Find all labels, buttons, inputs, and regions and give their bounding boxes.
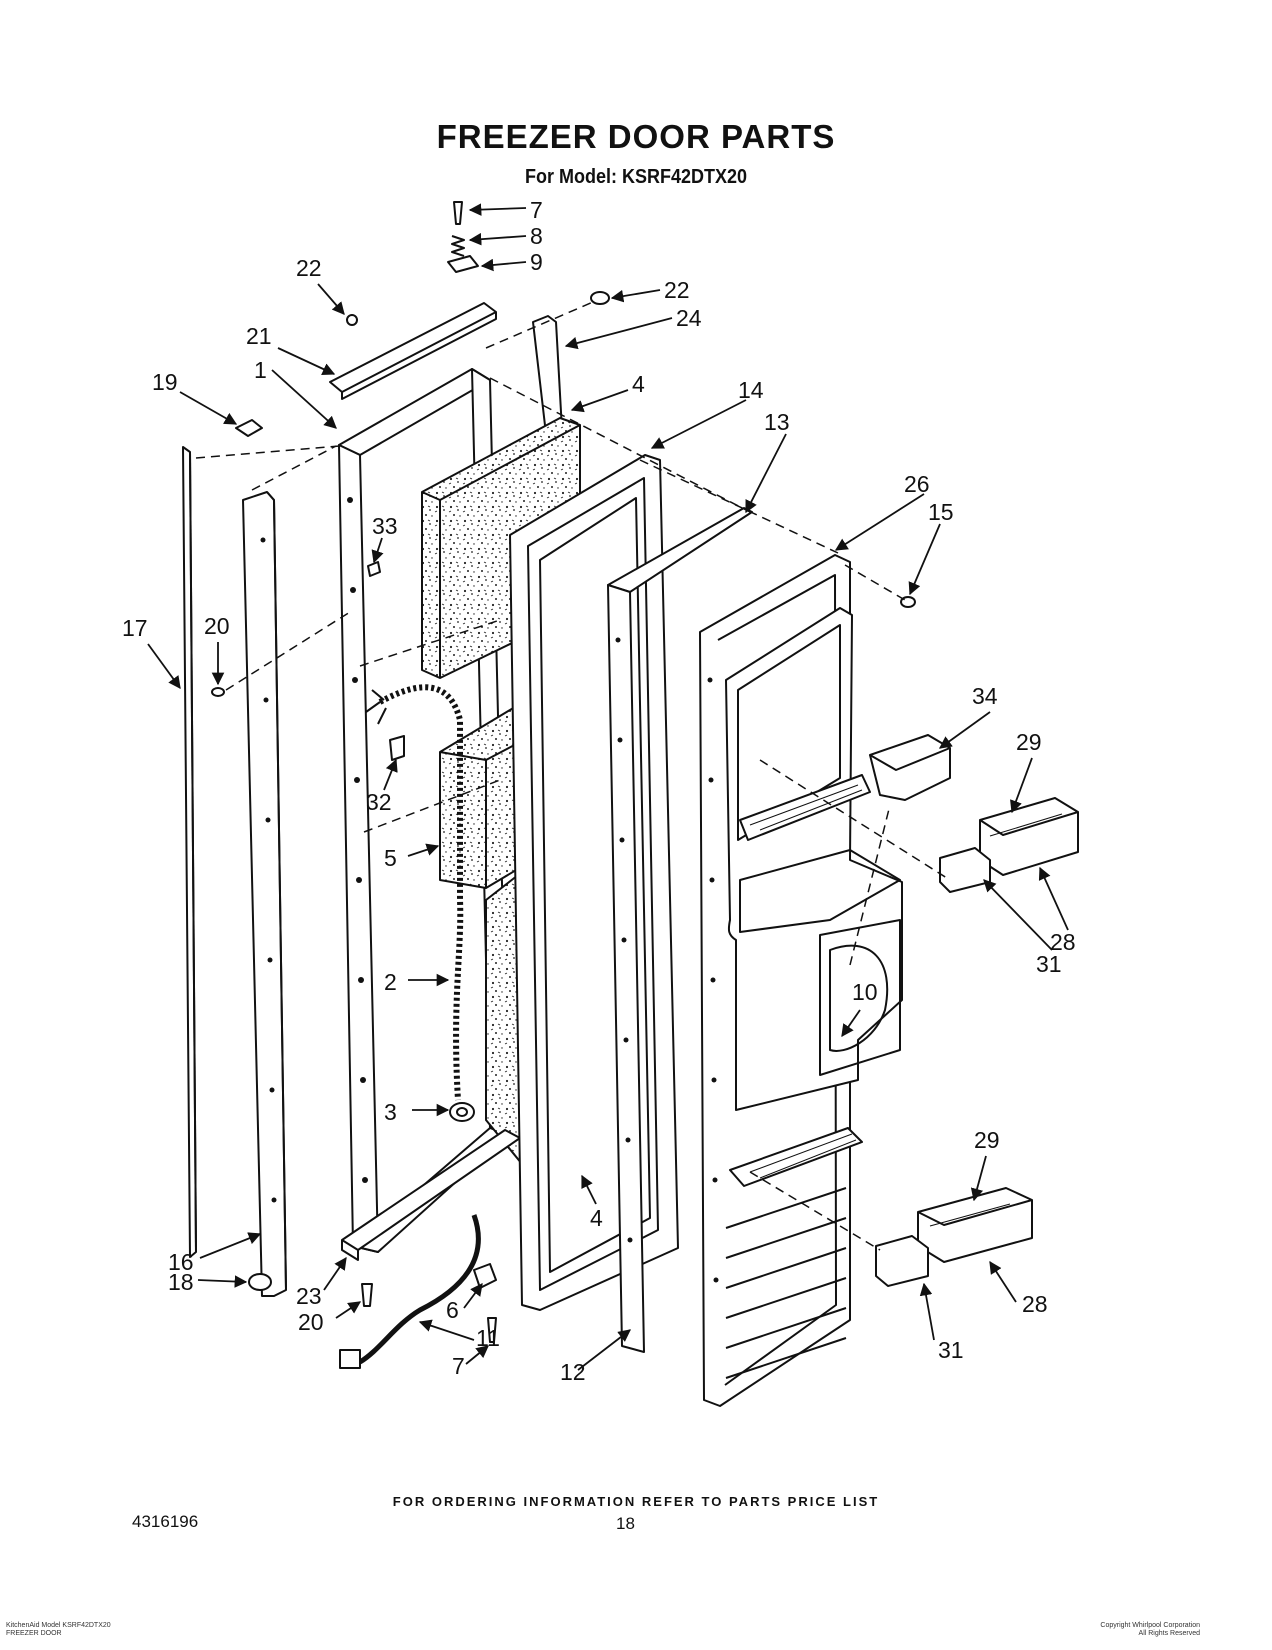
part-31-upper-cap xyxy=(939,847,991,893)
callout-31-upper: 31 xyxy=(1036,951,1062,977)
callout-7-bottom: 7 xyxy=(452,1353,465,1379)
callout-20-upper: 20 xyxy=(204,613,230,639)
callout-3: 3 xyxy=(384,1099,397,1125)
part-6-clamp xyxy=(473,1263,497,1289)
part-20-screw-lower xyxy=(361,1283,373,1307)
fine-print-left: KitchenAid Model KSRF42DTX20 FREEZER DOO… xyxy=(6,1622,206,1638)
part-17-strip xyxy=(182,446,197,1258)
callout-4-lower: 4 xyxy=(590,1205,603,1231)
part-31-lower-cap xyxy=(875,1235,929,1287)
part-12-breaker-strip xyxy=(607,507,753,1353)
callout-8: 8 xyxy=(530,223,543,249)
part-18-bushing xyxy=(248,1273,272,1291)
part-24-rail xyxy=(532,315,563,435)
part-7-screw-top xyxy=(453,201,463,225)
callout-1: 1 xyxy=(254,357,267,383)
callout-13: 13 xyxy=(764,409,790,435)
fine-print-left-line2: FREEZER DOOR xyxy=(6,1630,62,1637)
part-26-door-panel xyxy=(699,554,903,1407)
callout-22-left: 22 xyxy=(296,255,322,281)
part-29-upper-trim xyxy=(979,797,1079,876)
ordering-note: FOR ORDERING INFORMATION REFER TO PARTS … xyxy=(392,1494,880,1509)
part-8-spring xyxy=(451,235,465,257)
document-number: 4316196 xyxy=(132,1512,199,1531)
part-2-harness xyxy=(365,684,464,1101)
callout-10: 10 xyxy=(852,979,878,1005)
callout-18: 18 xyxy=(168,1269,194,1295)
callout-31-lower: 31 xyxy=(938,1337,964,1363)
fine-print-left-line1: KitchenAid Model KSRF42DTX20 xyxy=(6,1622,111,1629)
part-11-water-line xyxy=(339,1214,481,1369)
callout-7-top: 7 xyxy=(530,197,543,223)
page-number: 18 xyxy=(616,1514,635,1533)
page-title: FREEZER DOOR PARTS xyxy=(436,118,836,155)
callout-32: 32 xyxy=(366,789,392,815)
assembly-lines xyxy=(195,301,951,1251)
callout-14: 14 xyxy=(738,377,764,403)
part-16-panel xyxy=(242,491,287,1297)
callout-21: 21 xyxy=(246,323,272,349)
leader-lines xyxy=(147,203,1069,1371)
callout-17: 17 xyxy=(122,615,148,641)
part-7-screw-bottom xyxy=(487,1317,497,1343)
callout-33: 33 xyxy=(372,513,398,539)
callout-24: 24 xyxy=(676,305,702,331)
fine-print-right-line2: All Rights Reserved xyxy=(1138,1630,1200,1637)
callout-22-right: 22 xyxy=(664,277,690,303)
callout-28-lower: 28 xyxy=(1022,1291,1048,1317)
callout-15: 15 xyxy=(928,499,954,525)
callout-29-lower: 29 xyxy=(974,1127,1000,1153)
callout-labels: 7 8 9 22 22 24 21 1 19 4 14 13 26 15 33 … xyxy=(122,197,1076,1385)
part-3-grommet xyxy=(449,1102,475,1122)
callout-19: 19 xyxy=(152,369,178,395)
callout-16: 16 xyxy=(168,1249,194,1275)
part-9-bracket xyxy=(447,255,479,273)
callout-9: 9 xyxy=(530,249,543,275)
callout-12: 12 xyxy=(560,1359,586,1385)
part-33-clip xyxy=(367,561,381,577)
callout-4-upper: 4 xyxy=(632,371,645,397)
part-20-screw-upper xyxy=(211,687,225,697)
part-21-hinge-bar xyxy=(329,302,497,400)
callout-20-lower: 20 xyxy=(298,1309,324,1335)
part-14-gasket xyxy=(509,454,679,1311)
callout-28-upper: 28 xyxy=(1050,929,1076,955)
callout-5: 5 xyxy=(384,845,397,871)
callout-2: 2 xyxy=(384,969,397,995)
part-34-bezel xyxy=(869,734,951,801)
part-19-clip xyxy=(235,419,263,437)
callout-11: 11 xyxy=(476,1325,500,1351)
model-subtitle: For Model: KSRF42DTX20 xyxy=(524,164,748,188)
fine-print-right: Copyright Whirlpool Corporation All Righ… xyxy=(1000,1622,1200,1638)
callout-34: 34 xyxy=(972,683,998,709)
fine-print-right-line1: Copyright Whirlpool Corporation xyxy=(1100,1622,1200,1629)
part-32-grommet xyxy=(389,735,405,761)
callout-26: 26 xyxy=(904,471,930,497)
callout-6: 6 xyxy=(446,1297,459,1323)
callout-29-upper: 29 xyxy=(1016,729,1042,755)
part-22-screw-left xyxy=(346,314,358,326)
callout-23: 23 xyxy=(296,1283,322,1309)
part-22-screw-right xyxy=(590,291,610,305)
